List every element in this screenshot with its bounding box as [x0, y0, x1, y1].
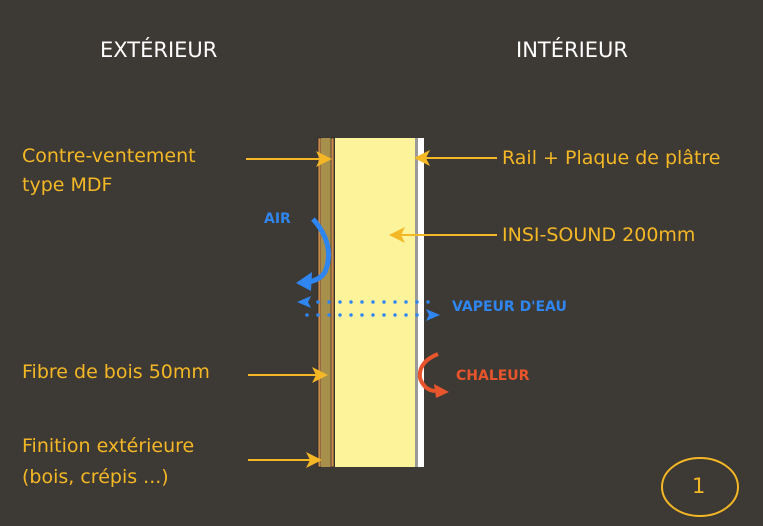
bracing-label: Contre-ventement [22, 145, 196, 167]
insulation-label: INSI-SOUND 200mm [502, 224, 696, 246]
rail-label: Rail + Plaque de plâtre [502, 147, 721, 169]
page-number-circle [661, 457, 739, 517]
vapour-label: VAPEUR D'EAU [452, 299, 567, 315]
heat-label: CHALEUR [456, 368, 530, 384]
mdf-layer [330, 137, 335, 468]
plasterboard-layer [418, 138, 424, 467]
page-number: 1 [692, 474, 706, 498]
wall-layers [317, 137, 424, 468]
vapour-arrows [297, 296, 440, 321]
wood-fibre-layer [321, 138, 331, 467]
air-label: AIR [264, 211, 291, 227]
exterior-heading: EXTÉRIEUR [100, 38, 218, 62]
finish-detail-label: (bois, crépis ...) [22, 466, 169, 488]
heat-arrow [417, 352, 449, 398]
insulation-layer [335, 138, 415, 467]
wood-fibre-label: Fibre de bois 50mm [22, 361, 210, 383]
bracing-type-label: type MDF [22, 174, 113, 196]
air-arrow [296, 217, 331, 291]
finish-label: Finition extérieure [22, 435, 195, 457]
interior-heading: INTÉRIEUR [516, 38, 629, 62]
